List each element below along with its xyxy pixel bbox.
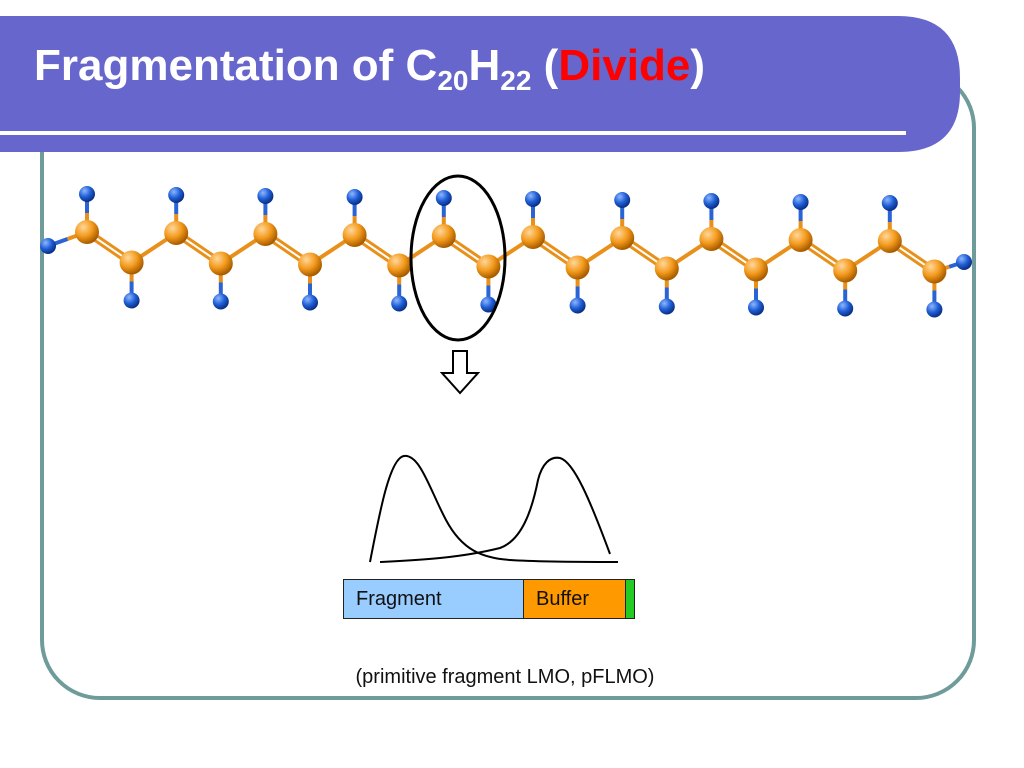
carbon-atom: [788, 228, 813, 252]
hydrogen-atom: [79, 186, 95, 202]
carbon-atom: [342, 223, 367, 247]
hydrogen-atom: [123, 292, 140, 309]
carbon-atom: [253, 222, 278, 246]
down-arrow-icon: [439, 350, 481, 395]
carbon-atom: [387, 253, 412, 278]
carbon-atom: [744, 257, 768, 282]
hydrogen-atom: [40, 238, 56, 254]
hydrogen-atom: [748, 299, 764, 316]
hydrogen-atom: [391, 295, 408, 312]
atom-layer: [40, 186, 972, 318]
carbon-atom: [833, 258, 858, 283]
carbon-atom: [476, 254, 501, 279]
molecule-chain: [40, 174, 972, 342]
edge-region: [626, 580, 634, 618]
carbon-atom: [877, 229, 902, 253]
buffer-orbital-curve: [379, 456, 611, 563]
hydrogen-atom: [837, 300, 854, 317]
hydrogen-atom: [703, 193, 720, 209]
title-open-paren: (: [531, 41, 559, 90]
orbital-curves: [369, 455, 619, 563]
carbon-atom: [164, 221, 189, 245]
carbon-atom: [208, 251, 233, 276]
fragment-orbital-curve: [369, 455, 619, 563]
caption: (primitive fragment LMO, pFLMO): [355, 666, 655, 688]
hydrogen-atom: [569, 297, 586, 314]
hydrogen-atom: [168, 187, 185, 203]
title-hydrogen: H: [468, 41, 501, 90]
hydrogen-atom: [881, 195, 898, 211]
hydrogen-atom: [525, 191, 541, 207]
hydrogen-atom: [480, 296, 497, 313]
title-highlight: Divide: [558, 41, 691, 90]
carbon-atom: [431, 224, 456, 248]
carbon-atom: [119, 250, 144, 275]
carbon-atom: [922, 259, 947, 284]
hydrogen-atom: [926, 301, 943, 318]
hydrogen-atom: [792, 194, 809, 210]
selection-ellipse: [409, 174, 507, 342]
hydrogen-atom: [956, 254, 972, 270]
slide-title: Fragmentation of C20H22 (Divide): [34, 41, 706, 95]
carbon-atom: [565, 255, 590, 280]
hydrogen-atom: [257, 188, 274, 204]
carbon-atom: [298, 252, 322, 277]
carbon-atom: [654, 256, 679, 281]
hydrogen-atom: [212, 293, 229, 310]
title-prefix: Fragmentation of C: [34, 41, 438, 90]
buffer-region: Buffer: [524, 580, 626, 618]
hydrogen-atom: [435, 190, 452, 206]
hydrogen-atom: [614, 192, 631, 208]
fragment-region: Fragment: [344, 580, 524, 618]
carbon-atom: [610, 226, 635, 250]
hydrogen-atom: [302, 294, 318, 311]
carbon-atom: [699, 227, 724, 251]
carbon-atom: [75, 220, 99, 244]
hydrogen-atom: [346, 189, 363, 205]
carbon-atom: [521, 225, 545, 249]
title-close-paren: ): [690, 41, 706, 90]
title-subscript-carbon: 20: [437, 65, 469, 96]
title-band: [0, 16, 960, 152]
fragment-buffer-bar: Fragment Buffer: [343, 579, 635, 619]
hydrogen-atom: [658, 298, 675, 315]
title-subscript-hydrogen: 22: [500, 65, 532, 96]
